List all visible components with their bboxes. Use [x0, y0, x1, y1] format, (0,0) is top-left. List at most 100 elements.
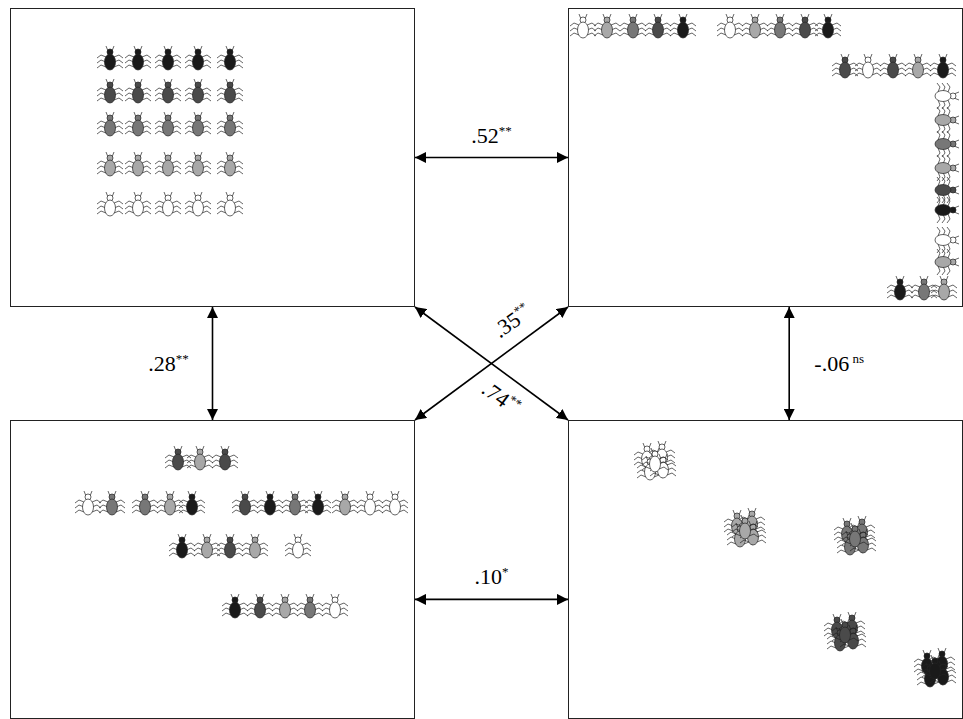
- bug-icon: [217, 112, 243, 136]
- panel-box: [10, 420, 415, 719]
- bug-icon: [97, 79, 123, 103]
- bug-icon: [767, 14, 793, 38]
- bug-icon: [357, 491, 383, 515]
- bug-icon: [97, 192, 123, 216]
- bug-icon: [727, 523, 753, 547]
- correlation-label: .28**: [146, 351, 191, 376]
- bug-icon: [840, 625, 866, 649]
- bug-icon: [717, 14, 743, 38]
- bug-icon: [185, 112, 211, 136]
- bug-icon: [855, 54, 881, 78]
- bug-icon: [212, 446, 238, 470]
- correlation-label: .52**: [469, 123, 514, 148]
- bug-icon: [185, 152, 211, 176]
- panel-box: [568, 420, 963, 719]
- bug-icon: [155, 79, 181, 103]
- bug-icon: [187, 446, 213, 470]
- bug-icon: [917, 663, 943, 687]
- correlation-arrow: [415, 307, 568, 420]
- bug-icon: [222, 594, 248, 618]
- bug-icon: [185, 192, 211, 216]
- correlation-label: -.06 ns: [812, 351, 866, 376]
- bug-icon: [297, 594, 323, 618]
- bug-icon: [125, 152, 151, 176]
- bug-icon: [125, 79, 151, 103]
- bug-icon: [832, 54, 858, 78]
- correlation-label: .74**: [476, 375, 527, 422]
- correlation-arrow: [415, 599, 568, 601]
- bug-icon: [935, 249, 959, 275]
- bug-icon: [930, 661, 956, 685]
- bug-icon: [732, 515, 758, 539]
- bug-icon: [594, 14, 620, 38]
- bug-icon: [792, 14, 818, 38]
- bug-icon: [570, 14, 596, 38]
- bug-icon: [217, 79, 243, 103]
- bug-icon: [637, 456, 663, 480]
- correlation-arrow: [788, 307, 790, 420]
- correlation-arrow: [415, 307, 568, 420]
- bug-icon: [247, 594, 273, 618]
- bug-icon: [827, 627, 853, 651]
- bug-icon: [217, 192, 243, 216]
- bug-icon: [99, 491, 125, 515]
- bug-icon: [155, 192, 181, 216]
- correlation-arrow: [415, 157, 568, 159]
- bug-icon: [620, 14, 646, 38]
- bug-icon: [242, 534, 268, 558]
- bug-icon: [935, 83, 959, 109]
- bug-icon: [382, 491, 408, 515]
- bug-icon: [742, 14, 768, 38]
- bug-icon: [332, 491, 358, 515]
- bug-icon: [931, 276, 957, 300]
- bug-icon: [132, 491, 158, 515]
- bug-icon: [740, 521, 766, 545]
- bug-icon: [935, 197, 959, 223]
- bug-icon: [97, 152, 123, 176]
- bug-icon: [922, 655, 948, 679]
- bug-icon: [642, 448, 668, 472]
- bug-icon: [232, 491, 258, 515]
- bug-icon: [905, 54, 931, 78]
- bug-icon: [935, 131, 959, 157]
- bug-icon: [185, 46, 211, 70]
- bug-icon: [837, 531, 863, 555]
- bug-icon: [815, 14, 841, 38]
- bug-icon: [194, 534, 220, 558]
- bug-icon: [257, 491, 283, 515]
- bug-icon: [97, 112, 123, 136]
- bug-icon: [155, 152, 181, 176]
- bug-icon: [670, 14, 696, 38]
- bug-icon: [880, 54, 906, 78]
- bug-icon: [155, 46, 181, 70]
- bug-icon: [935, 107, 959, 133]
- bug-icon: [650, 454, 676, 478]
- bug-icon: [282, 491, 308, 515]
- bug-icon: [217, 152, 243, 176]
- bug-icon: [322, 594, 348, 618]
- bug-icon: [185, 79, 211, 103]
- bug-icon: [125, 112, 151, 136]
- bug-icon: [887, 276, 913, 300]
- bug-icon: [125, 46, 151, 70]
- bug-icon: [842, 523, 868, 547]
- bug-icon: [305, 491, 331, 515]
- bug-icon: [97, 46, 123, 70]
- bug-icon: [179, 491, 205, 515]
- correlation-label: .10*: [473, 565, 511, 590]
- correlation-arrow: [212, 307, 214, 420]
- bug-icon: [272, 594, 298, 618]
- bug-icon: [285, 534, 311, 558]
- panel-box: [10, 8, 415, 307]
- bug-icon: [832, 619, 858, 643]
- bug-icon: [217, 534, 243, 558]
- bug-icon: [169, 534, 195, 558]
- bug-icon: [850, 529, 876, 553]
- bug-icon: [155, 112, 181, 136]
- bug-icon: [125, 192, 151, 216]
- bug-icon: [645, 14, 671, 38]
- panel-box: [568, 8, 963, 307]
- bug-icon: [930, 54, 956, 78]
- bug-icon: [75, 491, 101, 515]
